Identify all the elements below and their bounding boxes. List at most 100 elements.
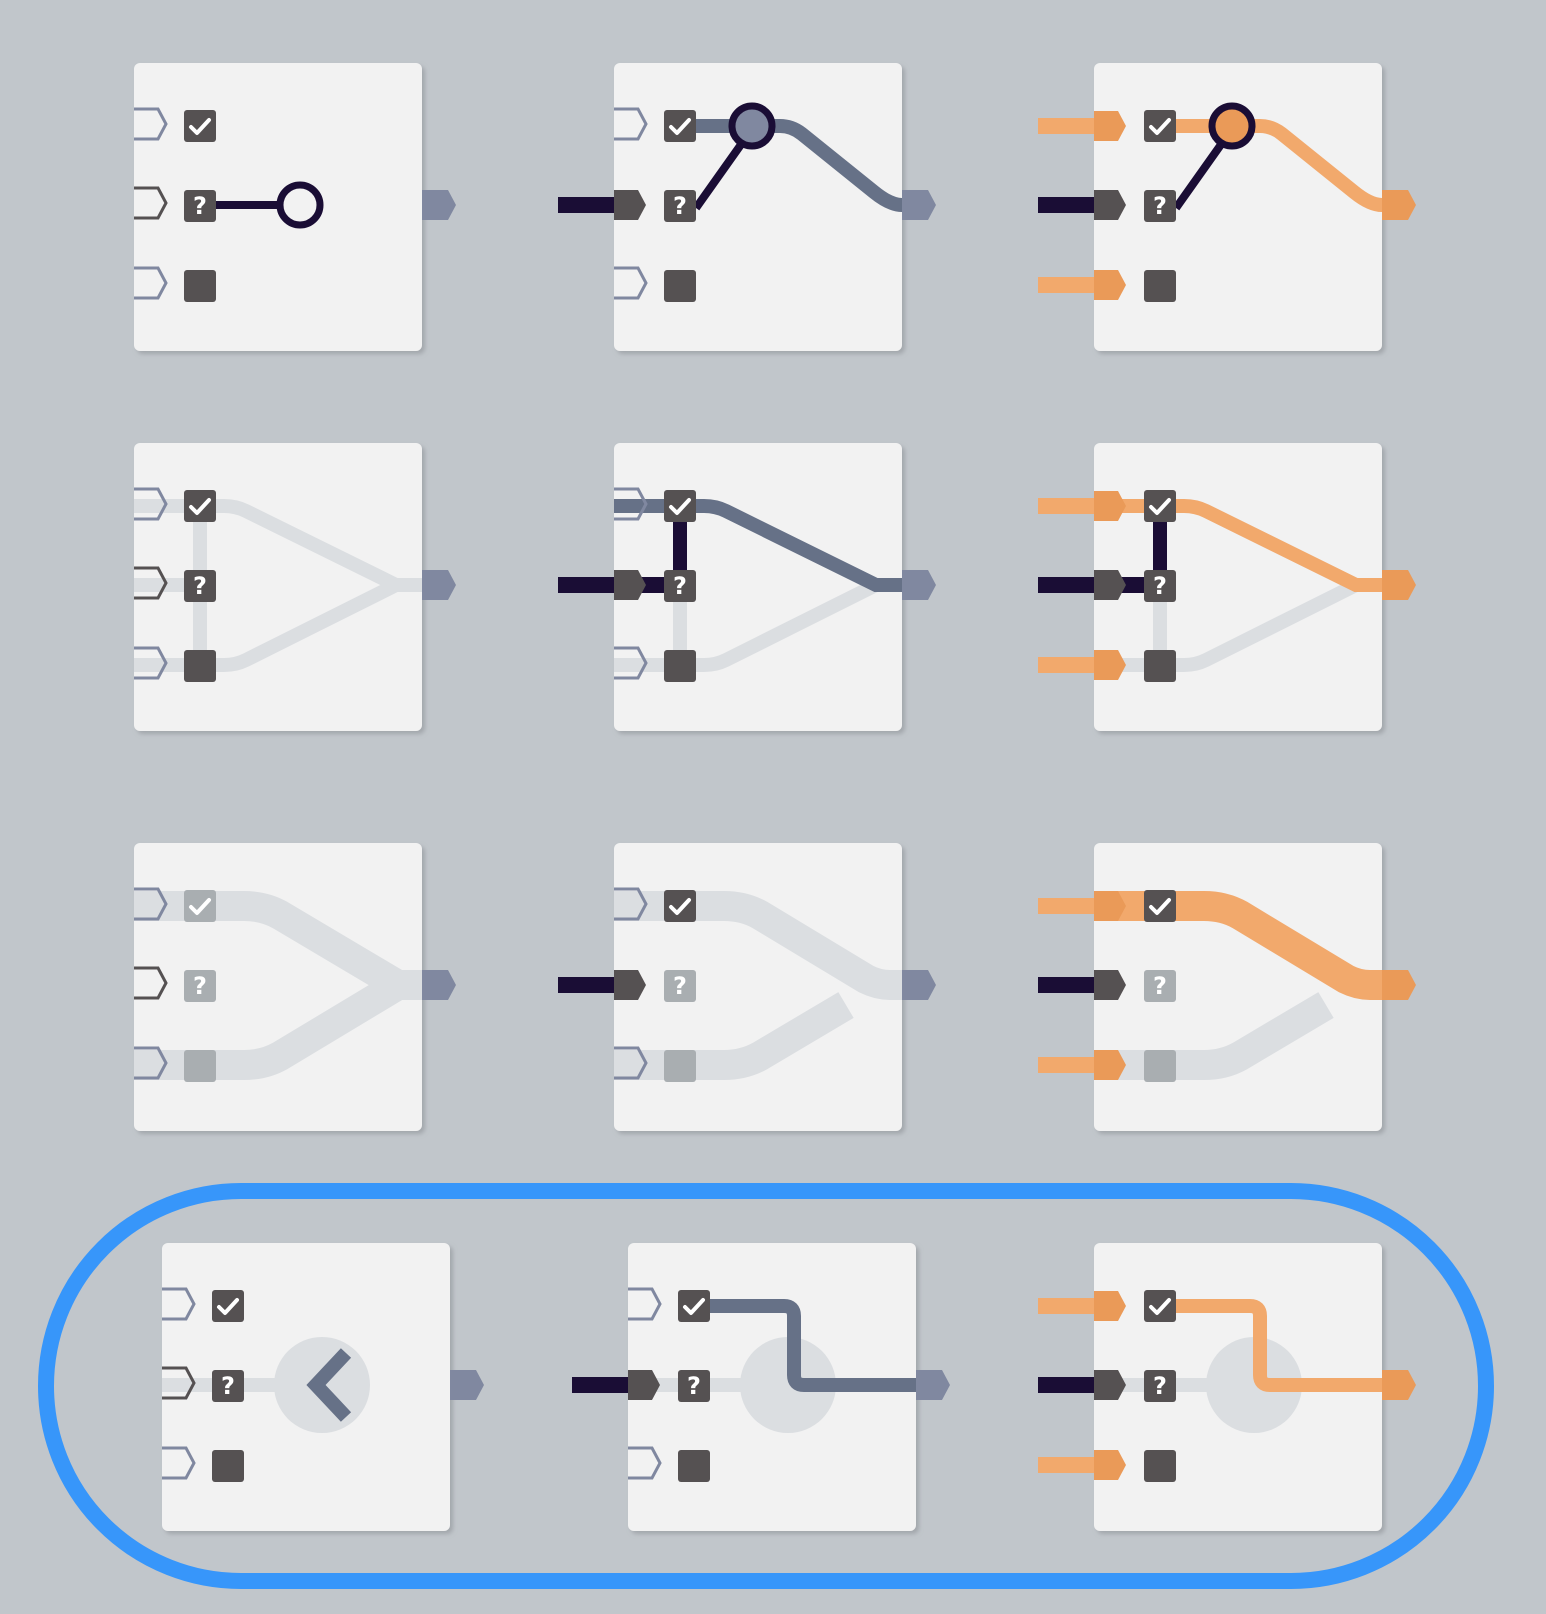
input-port-condition[interactable] [1094,1370,1126,1400]
lever-switch-idle[interactable]: ? [134,63,456,351]
arrow-output-icon[interactable] [902,190,936,220]
condition-label: ? [221,1372,235,1400]
input-port-false[interactable] [628,1446,662,1480]
input-port-condition[interactable] [162,1366,196,1400]
merge-switch-condition-on[interactable]: ? [558,843,936,1131]
rotary-switch-condition-on[interactable]: ? [572,1243,950,1531]
arrow-output-icon[interactable] [902,970,936,1000]
merge-switch-idle[interactable]: ? [134,843,456,1131]
split-switch-signal-on[interactable]: ? [1038,443,1416,731]
input-port-condition[interactable] [1094,570,1126,600]
input-port-false[interactable] [1094,1450,1126,1480]
lever-switch-signal-on[interactable]: ? [1038,63,1416,351]
input-port-false[interactable] [614,646,648,680]
input-port-false[interactable] [134,266,168,300]
question-mark-icon [664,970,696,1002]
input-port-condition[interactable] [614,970,646,1000]
input-port-false[interactable] [1094,1050,1126,1080]
input-port-true[interactable] [614,887,648,921]
rotary-switch-signal-on[interactable]: ? [1038,1243,1416,1531]
input-port-false[interactable] [162,1446,196,1480]
split-switch-idle[interactable]: ? [134,443,456,731]
checkmark-glyph [669,498,691,515]
input-port-true[interactable] [628,1287,662,1321]
arrow-output-icon[interactable] [422,970,456,1000]
input-port-false[interactable] [1094,270,1126,300]
split-switch-condition-on[interactable]: ? [558,443,936,731]
input-port-condition[interactable] [134,186,168,220]
input-port-condition[interactable] [614,190,646,220]
selection-ring [38,1183,1494,1589]
input-port-true[interactable] [614,107,648,141]
condition-label: ? [1153,1372,1167,1400]
input-port-true[interactable] [1094,491,1126,521]
input-port-condition[interactable] [1094,970,1126,1000]
condition-label: ? [673,972,687,1000]
input-port-false[interactable] [134,1046,168,1080]
checkmark-icon [664,490,696,522]
square-icon [664,1050,696,1082]
lever-switch-condition-on[interactable]: ? [558,63,936,351]
checkmark-glyph [217,1298,239,1315]
input-port-true[interactable] [162,1287,196,1321]
chevron-left-icon [306,1348,352,1422]
checkmark-icon [664,110,696,142]
checkmark-glyph [669,118,691,135]
input-port-true[interactable] [1094,111,1126,141]
input-port-true[interactable] [1094,891,1126,921]
merge-switch-signal-on[interactable]: ? [1038,843,1416,1131]
square-icon [184,650,216,682]
checkmark-icon [1144,490,1176,522]
arrow-output-icon[interactable] [1382,570,1416,600]
input-port-condition[interactable] [614,570,646,600]
input-port-condition[interactable] [134,566,168,600]
arrow-output-icon[interactable] [422,190,456,220]
input-port-false[interactable] [1094,650,1126,680]
input-port-false[interactable] [614,1046,648,1080]
arrow-output-icon[interactable] [902,570,936,600]
input-port-condition[interactable] [134,966,168,1000]
square-icon [678,1450,710,1482]
input-port-false[interactable] [614,266,648,300]
condition-label: ? [1153,572,1167,600]
arrow-output-icon[interactable] [1382,1370,1416,1400]
arrow-output-icon[interactable] [450,1370,484,1400]
input-port-true[interactable] [614,487,648,521]
arrow-output-icon[interactable] [1382,190,1416,220]
idle-wires [614,891,902,1080]
square-icon [184,1050,216,1082]
question-mark-icon [184,970,216,1002]
input-port-true[interactable] [134,107,168,141]
question-mark-icon [664,570,696,602]
arrow-output-icon[interactable] [916,1370,950,1400]
pivot-circle-icon[interactable] [1208,102,1256,150]
active-wire [696,119,910,212]
input-port-condition[interactable] [628,1370,660,1400]
checkmark-glyph [189,498,211,515]
arrow-output-icon[interactable] [1382,970,1416,1000]
active-wire [710,1299,916,1392]
input-port-true[interactable] [134,487,168,521]
input-port-condition[interactable] [1094,190,1126,220]
checkmark-icon [184,110,216,142]
input-port-true[interactable] [1094,1291,1126,1321]
checkmark-icon [664,890,696,922]
arrow-output-icon[interactable] [422,570,456,600]
square-icon [1144,1450,1176,1482]
signal-wire-out [1176,119,1390,212]
idle-wires [1094,992,1334,1080]
question-mark-icon [1144,1370,1176,1402]
knob[interactable] [740,1337,836,1433]
input-port-false[interactable] [134,646,168,680]
input-port-true[interactable] [134,887,168,921]
question-mark-icon [664,190,696,222]
knob[interactable] [1206,1337,1302,1433]
pivot-circle-icon[interactable] [728,102,776,150]
rotary-switch-idle[interactable]: ? [162,1243,484,1531]
question-mark-icon [212,1370,244,1402]
question-mark-icon [184,190,216,222]
pivot-circle-icon[interactable] [276,181,324,229]
condition-label: ? [673,192,687,220]
checkmark-icon [184,490,216,522]
